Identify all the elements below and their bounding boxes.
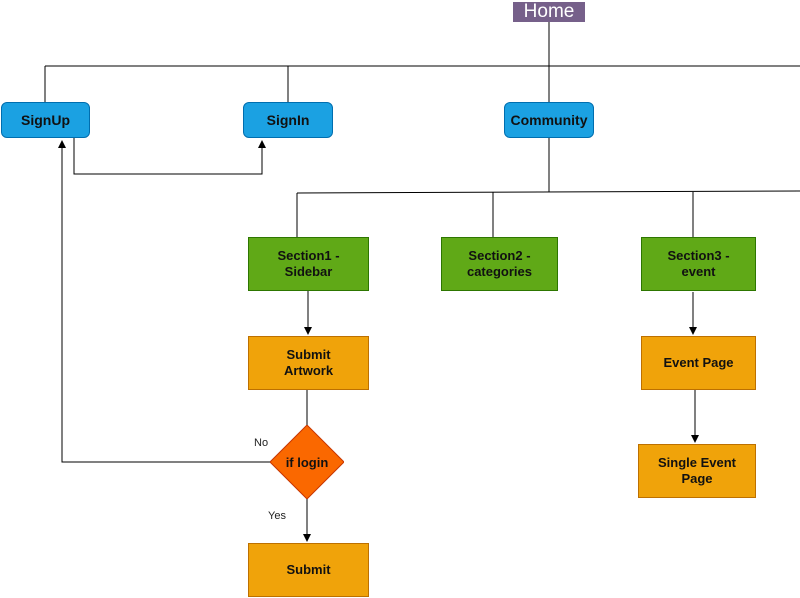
- edge-label-no: No: [254, 437, 269, 449]
- edge-signup-to-signin: [73, 138, 266, 175]
- edge-section-bus: [296, 190, 800, 194]
- node-signin[interactable]: SignIn: [243, 102, 333, 138]
- node-submit[interactable]: Submit: [248, 543, 369, 597]
- node-section2-categories[interactable]: Section2 - categories: [441, 237, 558, 291]
- node-signup[interactable]: SignUp: [1, 102, 90, 138]
- node-event-page[interactable]: Event Page: [641, 336, 756, 390]
- node-single-event-page[interactable]: Single Event Page: [638, 444, 756, 498]
- node-if-login[interactable]: if login: [269, 424, 345, 500]
- node-submit-artwork[interactable]: Submit Artwork: [248, 336, 369, 390]
- node-home[interactable]: Home: [513, 2, 585, 22]
- edge-no-to-signup: [58, 140, 270, 463]
- if-login-label: if login: [285, 454, 329, 470]
- node-section1-sidebar[interactable]: Section1 - Sidebar: [248, 237, 369, 291]
- node-community[interactable]: Community: [504, 102, 594, 138]
- edge-label-yes: Yes: [268, 510, 286, 522]
- node-section3-event[interactable]: Section3 - event: [641, 237, 756, 291]
